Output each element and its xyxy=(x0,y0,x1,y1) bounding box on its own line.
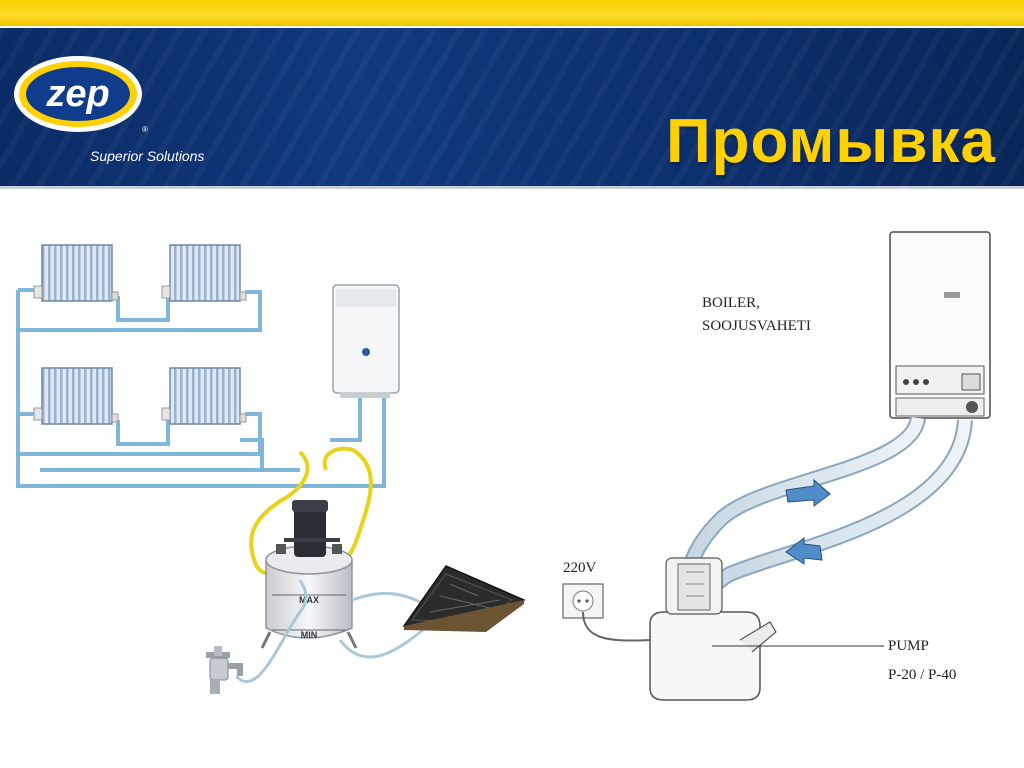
header-divider xyxy=(0,186,1024,189)
flow-arrow-right xyxy=(785,478,831,507)
top-yellow-bar xyxy=(0,0,1024,26)
flushing-diagram: MAX MIN BOILER, SOOJUSVAHETI xyxy=(16,231,991,701)
tagline: Superior Solutions xyxy=(90,148,205,164)
zep-logo-text: zep xyxy=(45,73,109,115)
radiator-top-left xyxy=(33,244,119,302)
power-cable xyxy=(582,611,651,642)
radiator-bottom-left xyxy=(33,367,119,425)
voltage-label: 220V xyxy=(563,560,597,576)
top-divider xyxy=(0,26,1024,28)
yellow-hoses xyxy=(249,446,373,575)
gauge-min-label: MIN xyxy=(301,630,318,640)
page-title: Промывка xyxy=(666,107,996,176)
zep-logo: zep ® xyxy=(14,56,148,134)
wall-boiler-right xyxy=(889,231,991,419)
flushing-unit: MAX MIN xyxy=(260,500,358,649)
wall-boiler-left xyxy=(332,284,400,398)
drain-grate xyxy=(402,565,526,632)
gauge-max-label: MAX xyxy=(299,595,319,605)
header-banner xyxy=(0,28,1024,188)
flow-arrow-left xyxy=(785,536,823,565)
registered-mark: ® xyxy=(142,125,148,134)
radiator-top-right xyxy=(161,244,247,302)
boiler-label-line1: BOILER, xyxy=(702,295,760,311)
boiler-label-line2: SOOJUSVAHETI xyxy=(702,318,811,334)
pump-hoses xyxy=(679,415,973,610)
radiator-bottom-right xyxy=(161,367,247,425)
water-tap xyxy=(206,646,243,694)
pump-label: PUMP xyxy=(888,638,929,654)
pump-unit xyxy=(649,557,777,701)
pump-model-label: P-20 / P-40 xyxy=(888,667,956,683)
